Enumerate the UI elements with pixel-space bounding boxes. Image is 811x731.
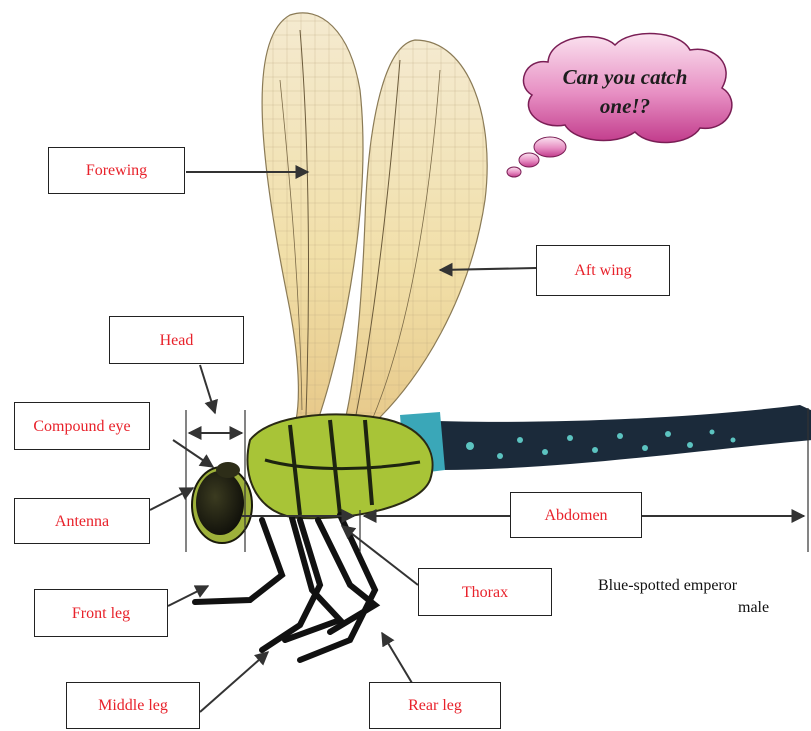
compound-eye-label: Compound eye xyxy=(14,402,150,450)
caption-line-2: male xyxy=(598,597,811,619)
forewing-shape xyxy=(262,13,363,420)
head-label: Head xyxy=(109,316,244,364)
rear-leg-label: Rear leg xyxy=(369,682,501,729)
middle-leg-label: Middle leg xyxy=(66,682,200,729)
head-shape xyxy=(192,462,252,543)
abdomen-shape xyxy=(400,405,811,475)
front-leg-label: Front leg xyxy=(34,589,168,637)
caption-line-1: Blue-spotted emperor xyxy=(598,577,737,594)
thorax-label: Thorax xyxy=(418,568,552,616)
aft-wing-label: Aft wing xyxy=(536,245,670,296)
abdomen-label: Abdomen xyxy=(510,492,642,538)
antenna-label: Antenna xyxy=(14,498,150,544)
aft-wing-shape xyxy=(345,40,487,425)
species-caption: Blue-spotted emperor male xyxy=(598,575,811,619)
thought-bubble-text: Can you catch one!? xyxy=(545,63,705,121)
forewing-label: Forewing xyxy=(48,147,185,194)
thorax-shape xyxy=(247,414,432,518)
